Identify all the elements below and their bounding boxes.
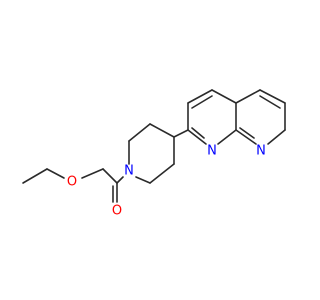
bond-pip-3 [149,123,175,138]
bond-ch2-o [46,168,65,179]
bond-pip-2 [128,123,151,142]
bond-naph-11b [239,127,255,139]
bonds [22,89,286,203]
atom-label-o-ether: O [67,175,77,190]
atom-label-n-amide: N [124,164,134,179]
bond-naph-11 [235,129,257,145]
molecule-diagram: N N N O O [22,89,286,219]
bond-naph-10 [267,129,286,145]
bond-naph-6 [187,129,207,145]
atom-label-o-carbonyl: O [112,204,122,219]
atom-labels: N N N O O [67,144,266,219]
bond-naph-8 [259,89,286,104]
atom-label-n-naph-right: N [256,144,266,159]
bond-naph-8b [259,95,281,109]
bond-c-n-amide [116,176,124,184]
bond-naph-2b [191,95,213,109]
bond-naph-5 [217,129,237,145]
bond-naph-3 [211,89,237,104]
bond-pip-5 [149,163,175,184]
bond-naph-7 [235,89,261,104]
bond-naph-2 [187,89,213,104]
bond-o-ch2 [81,168,104,179]
bond-naph-6b [191,127,205,139]
bond-pip-6 [135,176,151,184]
bond-ch2-co [102,168,118,184]
bond-pip-naph [173,129,189,138]
atom-label-n-naph-left: N [207,144,217,159]
bond-ch3-ch2 [22,168,48,184]
